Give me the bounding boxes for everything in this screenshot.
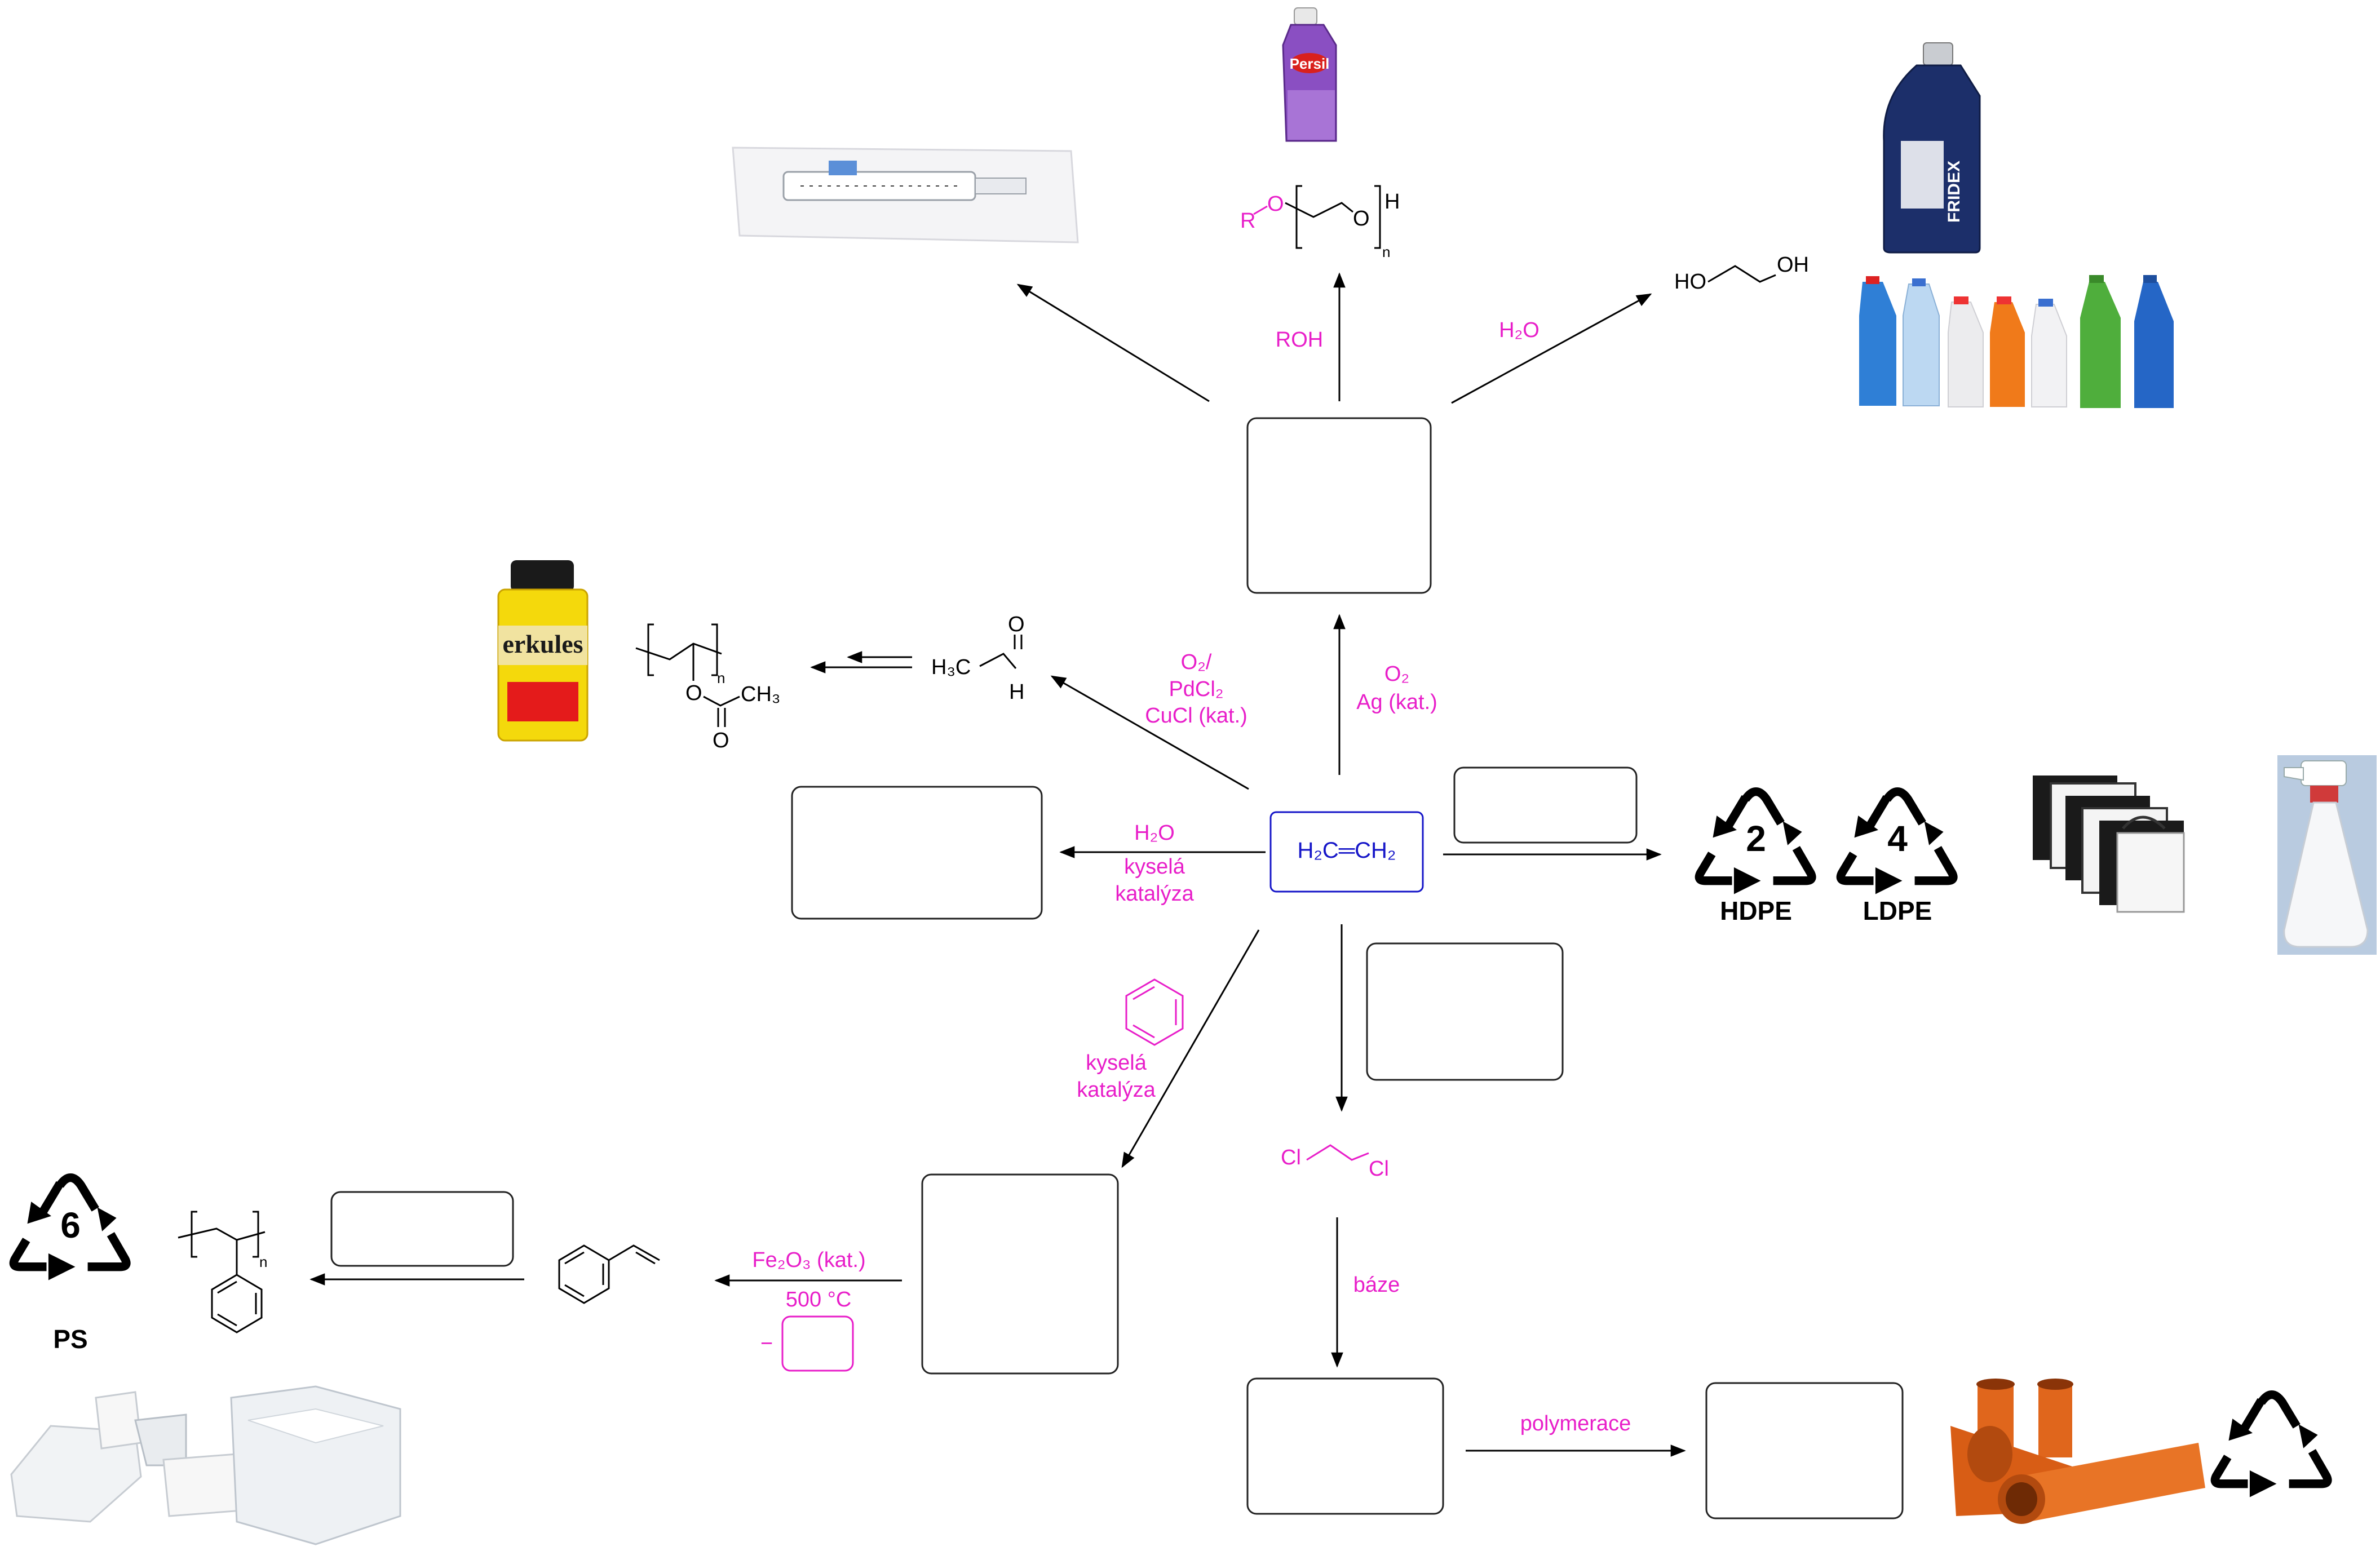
- recycle-label-ps: PS: [53, 1324, 87, 1354]
- svg-text:O: O: [1267, 192, 1284, 216]
- label-o2-slash: O₂/: [1181, 650, 1212, 674]
- dichloroethane-structure: Cl Cl: [1281, 1144, 1389, 1181]
- pet-bottles-image: [1859, 275, 2174, 408]
- fridex-bottle-image: FRIDEX: [1883, 42, 1981, 254]
- answer-box-epoxide[interactable]: [1246, 417, 1432, 594]
- persil-bottle-image: Persil: [1282, 7, 1337, 142]
- svg-text:H₃C: H₃C: [931, 655, 971, 679]
- plastic-bags-image: [2033, 776, 2185, 913]
- recycle-label-hdpe: HDPE: [1720, 896, 1792, 925]
- svg-text:H: H: [1384, 190, 1400, 214]
- polystyrene-items-image: [10, 1385, 401, 1545]
- svg-text:n: n: [259, 1253, 267, 1270]
- svg-text:erkules: erkules: [502, 630, 583, 658]
- label-roh: ROH: [1276, 328, 1323, 352]
- svg-text:FRIDEX: FRIDEX: [1945, 161, 1963, 223]
- answer-box-ethanol[interactable]: [791, 786, 1043, 920]
- label-h2o-hydration: H₂O: [1134, 821, 1175, 845]
- recycle-icon-pvc: [2215, 1395, 2328, 1497]
- label-polymerace: polymerace: [1520, 1412, 1631, 1435]
- label-kysela-alkylation: kyselá: [1086, 1051, 1147, 1075]
- arrow-to-ethylbenzene: [1121, 929, 1260, 1168]
- pva-structure: n O CH₃ O: [635, 623, 780, 752]
- label-o2: O₂: [1384, 662, 1409, 686]
- svg-text:O: O: [685, 681, 702, 705]
- pvc-pipes-image: [1950, 1379, 2205, 1524]
- svg-text:n: n: [1382, 243, 1390, 260]
- answer-box-polymerization[interactable]: [330, 1191, 514, 1267]
- label-pdcl2: PdCl₂: [1169, 677, 1223, 701]
- svg-text:CH₃: CH₃: [741, 683, 780, 706]
- label-cucl: CuCl (kat.): [1145, 704, 1247, 728]
- svg-text:n: n: [717, 670, 725, 686]
- label-katalyza-alkylation: katalýza: [1077, 1078, 1156, 1102]
- label-minus: −: [760, 1332, 773, 1355]
- styrene-structure: [558, 1244, 660, 1304]
- answer-box-vinyl-chloride[interactable]: [1246, 1377, 1444, 1515]
- arrow-to-acetaldehyde: [1050, 675, 1249, 790]
- peg-structure: R O O H n: [1240, 185, 1400, 260]
- svg-text:HO: HO: [1674, 270, 1706, 294]
- benzene-reagent: [1125, 978, 1184, 1046]
- ethylene-formula: H₂C═CH₂: [1298, 838, 1396, 863]
- svg-text:OH: OH: [1777, 253, 1809, 277]
- polystyrene-structure: n: [178, 1211, 267, 1333]
- label-baze: báze: [1353, 1273, 1400, 1297]
- label-kysela-hydration: kyselá: [1124, 855, 1185, 879]
- answer-box-chlorination[interactable]: [1366, 942, 1564, 1081]
- svg-text:O: O: [713, 729, 729, 752]
- label-fe2o3: Fe₂O₃ (kat.): [752, 1248, 865, 1272]
- answer-box-pvc[interactable]: [1705, 1382, 1904, 1519]
- recycle-number-hdpe: 2: [1746, 818, 1766, 859]
- acetaldehyde-structure: H₃C O H: [931, 613, 1025, 704]
- label-500c: 500 °C: [786, 1288, 852, 1311]
- label-katalyza-hydration: katalýza: [1115, 882, 1194, 906]
- answer-box-byproduct[interactable]: [781, 1315, 854, 1372]
- svg-text:O: O: [1008, 613, 1025, 636]
- answer-box-ethylbenzene[interactable]: [921, 1173, 1119, 1375]
- arrow-to-glycol: [1451, 293, 1652, 404]
- answer-box-polyethylene[interactable]: [1453, 766, 1638, 844]
- ethylene-glycol-structure: HO OH: [1674, 253, 1809, 294]
- spray-bottle-image: [2277, 755, 2377, 955]
- label-h2o-glycol: H₂O: [1499, 318, 1540, 342]
- svg-text:Cl: Cl: [1369, 1157, 1389, 1181]
- svg-text:Persil: Persil: [1290, 55, 1330, 72]
- recycle-number-ps: 6: [60, 1205, 81, 1246]
- glue-jar-image: erkules: [497, 560, 589, 742]
- svg-text:Cl: Cl: [1281, 1146, 1301, 1169]
- recycle-label-ldpe: LDPE: [1863, 896, 1932, 925]
- syringe-image: [732, 147, 1079, 243]
- ethylene-box: [1269, 811, 1424, 893]
- svg-text:O: O: [1353, 207, 1370, 231]
- label-ag-cat: Ag (kat.): [1356, 690, 1437, 714]
- svg-text:H: H: [1009, 680, 1024, 704]
- arrow-to-syringe: [1016, 283, 1210, 402]
- recycle-number-ldpe: 4: [1887, 818, 1908, 859]
- svg-text:R: R: [1240, 209, 1255, 233]
